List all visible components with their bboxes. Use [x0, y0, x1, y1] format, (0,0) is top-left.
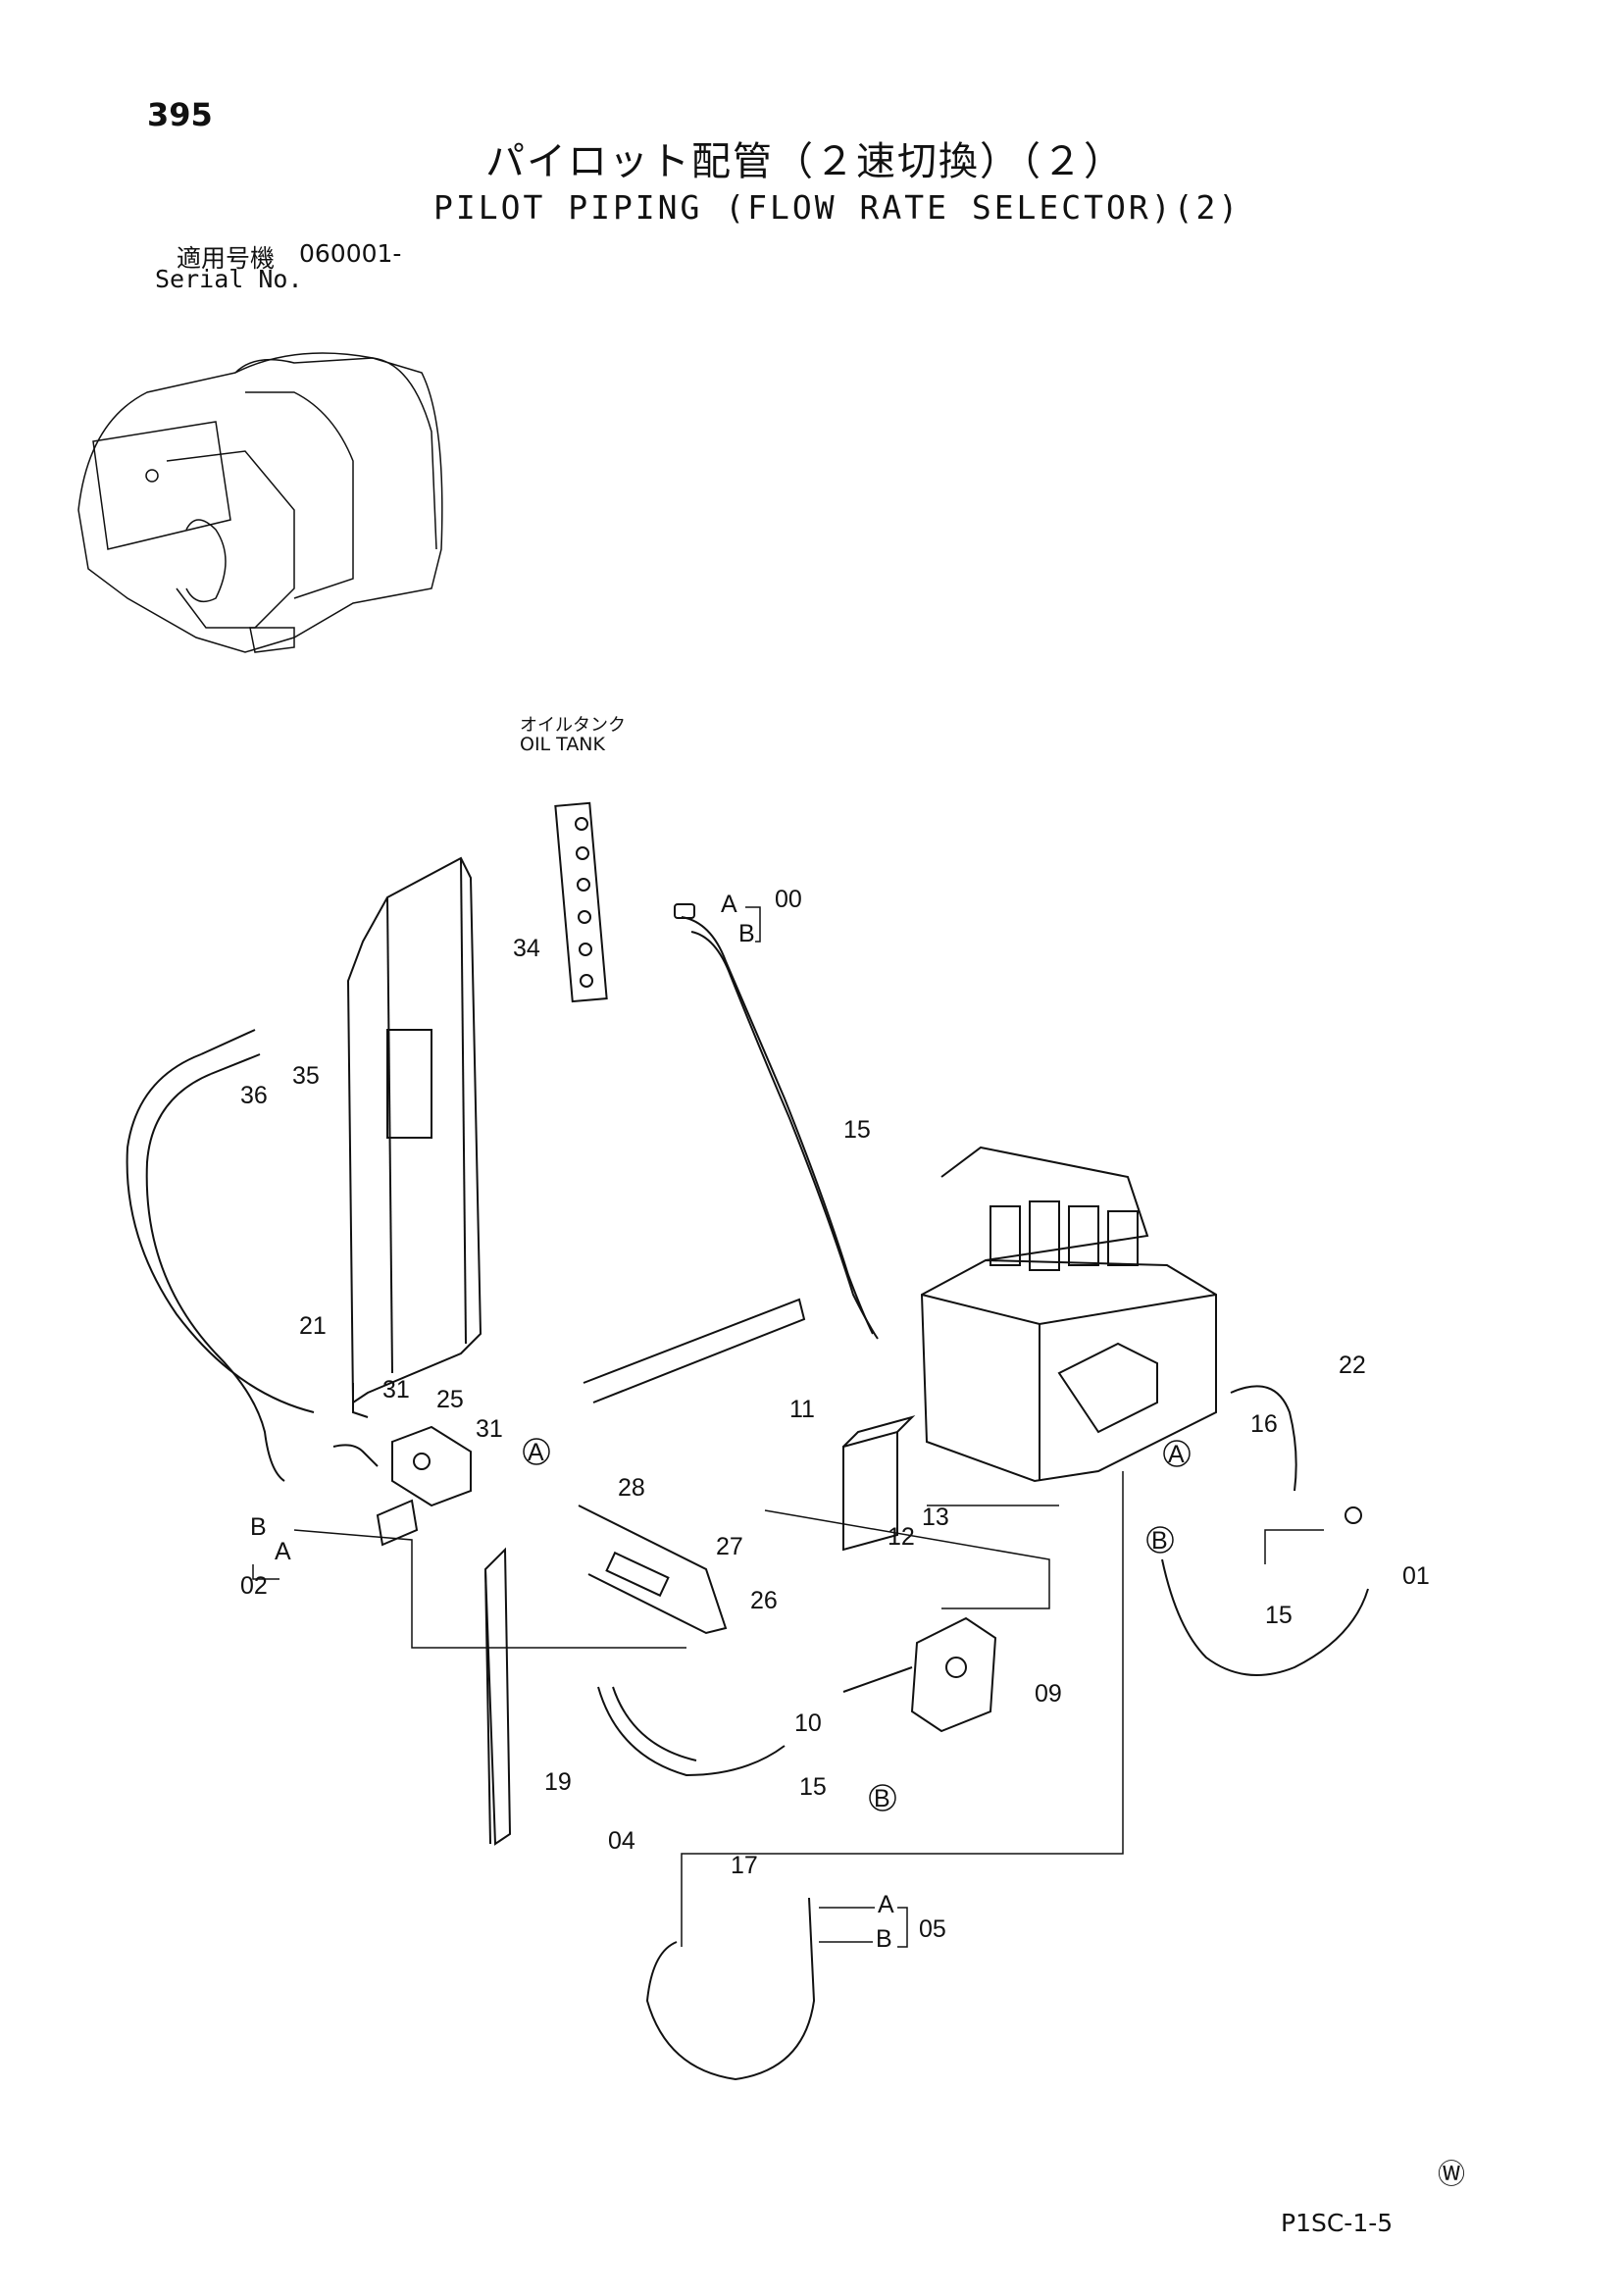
left-hose-pair — [126, 1029, 315, 1482]
page-number: 395 — [147, 96, 213, 133]
serial-label-japanese: 適用号機 — [177, 244, 276, 273]
callout-31-left: 31 — [382, 1376, 410, 1403]
callout-25: 25 — [436, 1386, 464, 1413]
callout-19: 19 — [544, 1768, 572, 1796]
document-code: P1SC-1-5 — [1281, 2209, 1394, 2237]
oil-tank-label-english: OIL TANK — [520, 734, 605, 755]
callout-01: 01 — [1402, 1562, 1430, 1590]
callout-04: 04 — [608, 1827, 635, 1855]
callout-16: 16 — [1250, 1410, 1278, 1438]
port-labels: A B B A A B A A B B — [250, 891, 1191, 1953]
port-label-A-05: A — [878, 1891, 894, 1918]
title-japanese: パイロット配管（２速切換）（２） — [485, 139, 1125, 184]
selector-valve-block — [842, 1616, 997, 1733]
cab-support-panel — [346, 856, 482, 1418]
callout-10: 10 — [794, 1709, 822, 1737]
tank-return-hose — [674, 903, 879, 1340]
port-label-A-left: A — [275, 1538, 291, 1565]
serial-label-english: Serial No. — [155, 265, 303, 293]
callout-15-bottom: 15 — [799, 1773, 827, 1801]
callout-00: 00 — [775, 886, 802, 913]
port-label-B-05: B — [876, 1925, 892, 1953]
callout-15-top: 15 — [843, 1116, 871, 1144]
grouping-brackets — [252, 906, 908, 1948]
callout-31-right: 31 — [476, 1415, 503, 1443]
oil-tank-port-strip — [554, 801, 608, 1003]
bracket-11-plate — [842, 1415, 916, 1552]
callout-02: 02 — [240, 1572, 268, 1600]
circled-label-B-bottom: B — [874, 1785, 890, 1812]
port-label-B-tank: B — [738, 920, 755, 947]
callout-05: 05 — [919, 1915, 946, 1943]
port-label-B-left: B — [250, 1513, 267, 1541]
serial-number-value: 060001- — [299, 239, 402, 268]
callout-36: 36 — [240, 1082, 268, 1109]
part-callouts: 00 01 02 04 05 09 10 11 12 13 15 15 15 1… — [240, 886, 1430, 1943]
callout-28: 28 — [618, 1474, 645, 1502]
title-english: PILOT PIPING (FLOW RATE SELECTOR)(2) — [433, 188, 1242, 227]
main-control-valve — [920, 1146, 1217, 1483]
callout-34: 34 — [513, 935, 540, 962]
callout-35: 35 — [292, 1062, 320, 1090]
callout-13: 13 — [922, 1504, 949, 1531]
oil-tank-label-japanese: オイルタンク — [520, 715, 626, 736]
callout-26: 26 — [750, 1587, 778, 1614]
hose-04 — [597, 1686, 786, 1777]
hose-05 — [645, 1897, 816, 2081]
callout-12: 12 — [888, 1523, 915, 1551]
excavator-cab-thumbnail — [77, 352, 443, 653]
callout-22: 22 — [1339, 1352, 1366, 1379]
solenoid-valve-block — [332, 1425, 472, 1547]
circled-label-B-right: B — [1151, 1527, 1168, 1555]
callout-21: 21 — [299, 1312, 327, 1340]
callout-11: 11 — [789, 1396, 815, 1423]
callout-27: 27 — [716, 1533, 743, 1560]
callout-17: 17 — [731, 1852, 758, 1879]
vertical-long-bracket — [483, 1547, 512, 1846]
circled-label-A-center: A — [528, 1439, 544, 1466]
callout-09: 09 — [1035, 1680, 1062, 1708]
right-hose-loop — [1161, 1385, 1369, 1676]
routing-leader-lines — [293, 1471, 1324, 1947]
callout-15-right: 15 — [1265, 1602, 1293, 1629]
w-mark-icon: Ⓦ — [1438, 2158, 1466, 2190]
port-label-A-tank: A — [721, 891, 737, 918]
support-bar-bracket — [578, 1298, 806, 1635]
circled-label-A-right: A — [1168, 1441, 1185, 1468]
